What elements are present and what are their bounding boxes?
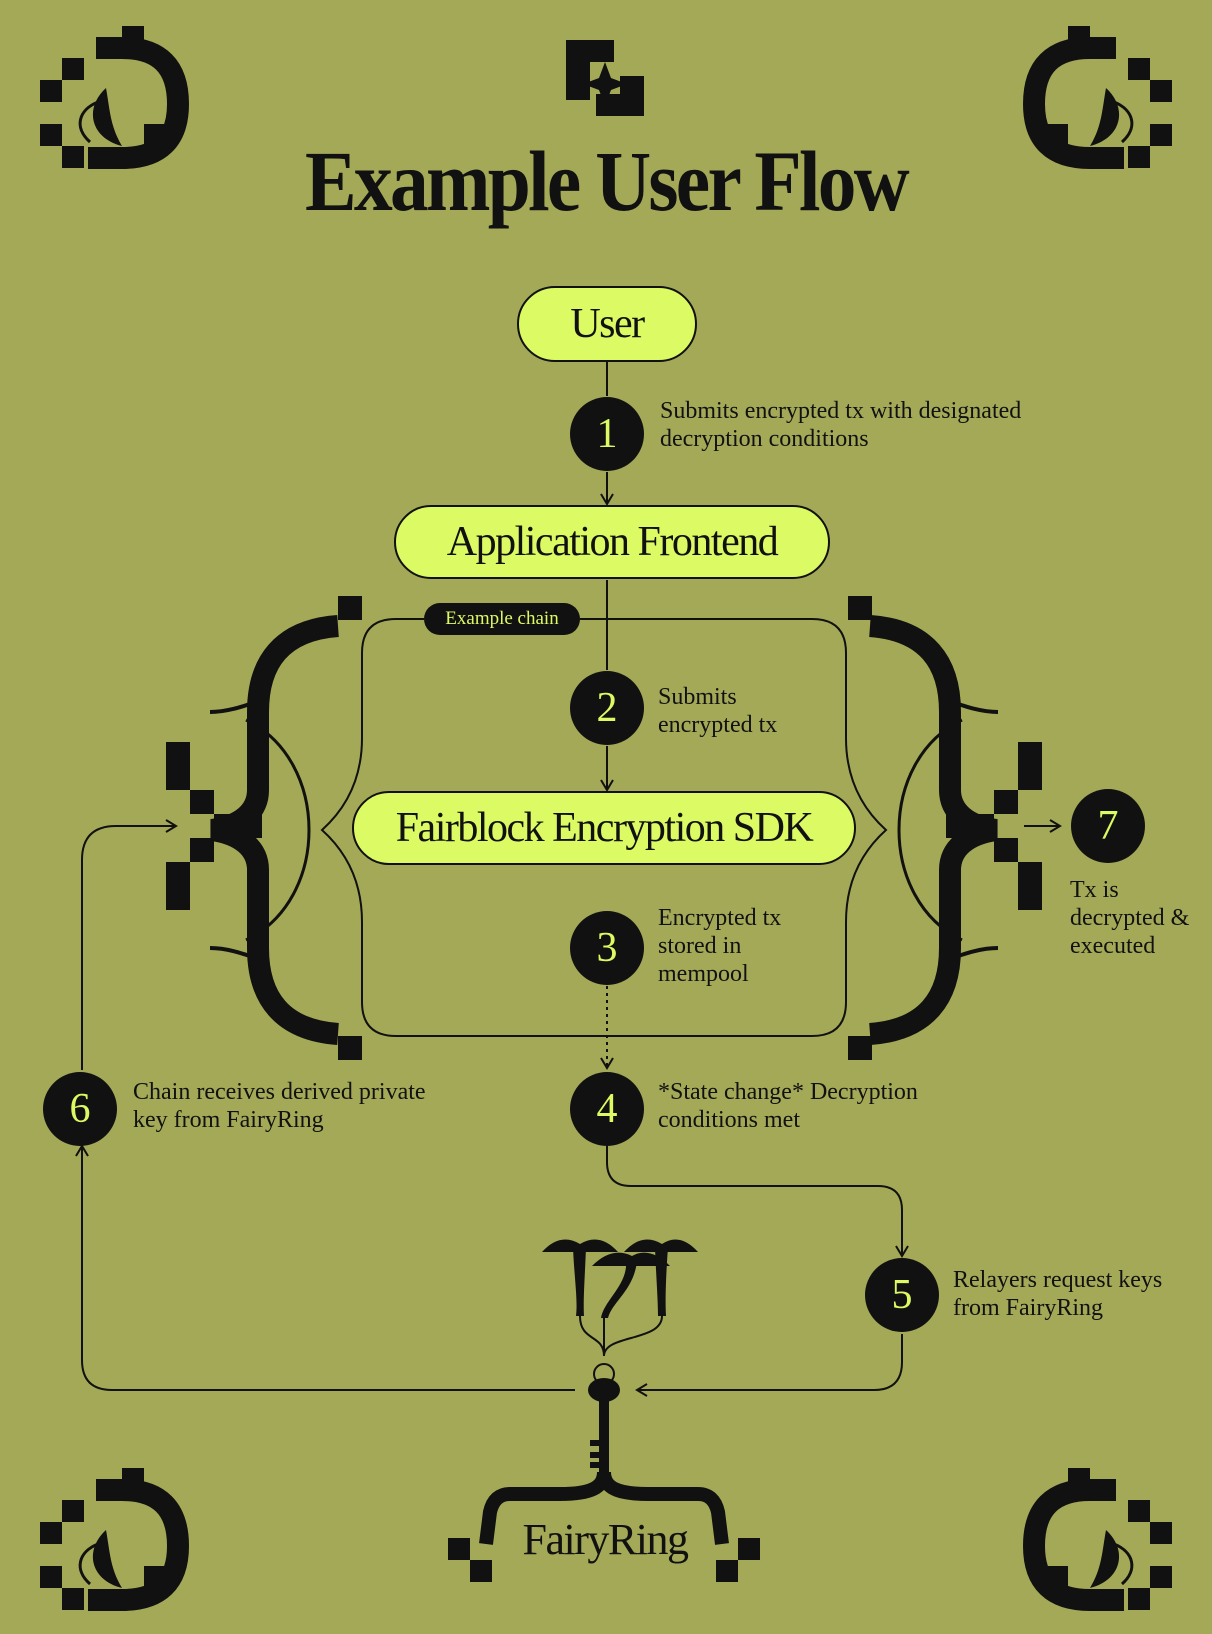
mushroom-icon xyxy=(542,1239,698,1357)
step-4-badge: 4 xyxy=(570,1072,644,1146)
page-title: Example User Flow xyxy=(305,133,910,229)
step-7-label: Tx is decrypted & executed xyxy=(1070,877,1190,959)
step-1-badge: 1 xyxy=(570,397,644,471)
step-2-label: Submits encrypted tx xyxy=(658,684,778,738)
left-brace-icon xyxy=(166,596,362,1060)
step-4-label: *State change* Decryption conditions met xyxy=(658,1079,918,1133)
right-brace-icon xyxy=(848,596,1042,1060)
fairyring-bracket-icon xyxy=(448,1471,760,1582)
fairblock-sdk-node: Fairblock Encryption SDK xyxy=(352,791,856,865)
step-5-label: Relayers request keys from FairyRing xyxy=(953,1267,1163,1321)
step-1-label: Submits encrypted tx with designated dec… xyxy=(660,398,1022,452)
step-6-label: Chain receives derived private key from … xyxy=(133,1079,426,1133)
step-7-badge: 7 xyxy=(1071,789,1145,863)
step-5-badge: 5 xyxy=(865,1258,939,1332)
corner-ornament-icon xyxy=(40,1468,178,1610)
fairyring-label: FairyRing xyxy=(522,1515,689,1564)
step-3-label: Encrypted tx stored in mempool xyxy=(658,905,782,987)
step-6-badge: 6 xyxy=(43,1072,117,1146)
corner-ornament-icon xyxy=(1034,1468,1172,1610)
step-2-badge: 2 xyxy=(570,671,644,745)
application-frontend-node: Application Frontend xyxy=(394,505,830,579)
example-chain-tag: Example chain xyxy=(424,603,580,635)
step-3-badge: 3 xyxy=(570,911,644,985)
key-icon xyxy=(588,1363,620,1472)
fairblock-logo-icon xyxy=(566,40,644,116)
user-node: User xyxy=(517,286,697,362)
